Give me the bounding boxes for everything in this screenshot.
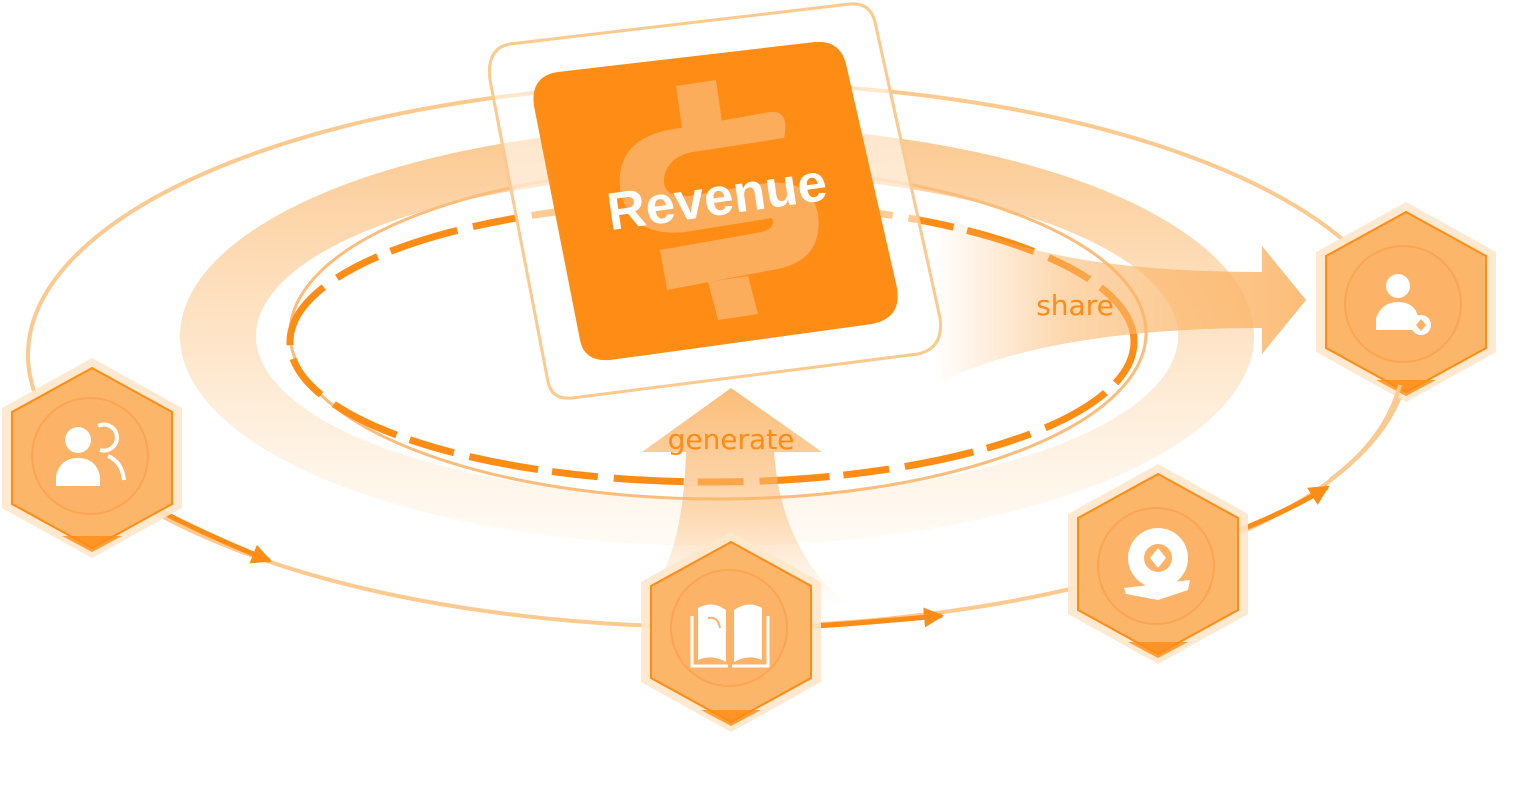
user-settings-icon bbox=[1376, 274, 1431, 335]
node-user-settings bbox=[1316, 202, 1496, 402]
generate-label: generate bbox=[668, 423, 795, 456]
orbit-connector bbox=[1328, 384, 1402, 482]
book-icon bbox=[690, 604, 770, 668]
generate-arrow bbox=[640, 388, 850, 605]
node-book bbox=[641, 532, 821, 732]
chat-icon bbox=[1124, 528, 1190, 600]
node-chat bbox=[1068, 464, 1248, 664]
share-label: share bbox=[1036, 289, 1114, 322]
users-icon bbox=[56, 422, 126, 486]
node-users bbox=[2, 358, 182, 558]
share-arrow bbox=[935, 210, 1306, 385]
dollar-icon bbox=[619, 80, 819, 320]
revenue-card: Revenue bbox=[533, 41, 898, 361]
